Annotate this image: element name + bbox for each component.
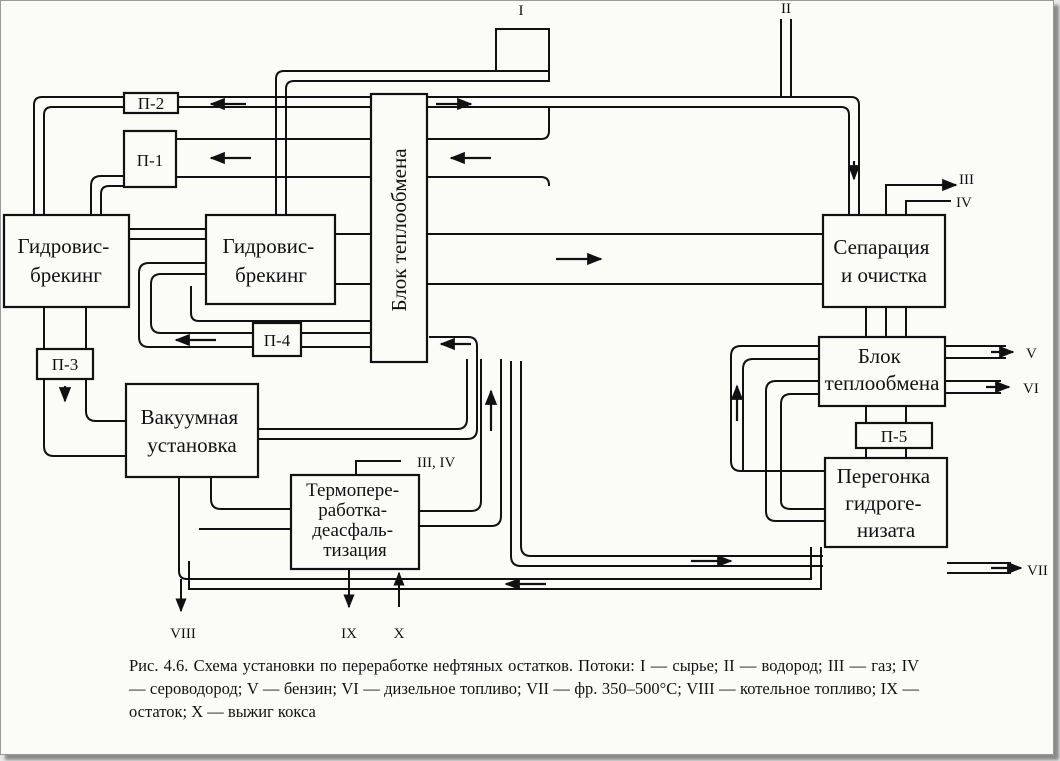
pipe-p3-vac2 xyxy=(85,379,126,422)
pipe-thermo-up-b xyxy=(419,359,502,527)
block-heat-exchange-2 xyxy=(817,335,947,408)
pipe-top-outer-2 xyxy=(178,96,860,216)
pump-p4-label: П-4 xyxy=(264,331,291,350)
pump-p4-box xyxy=(251,321,303,358)
pipe-p1-left xyxy=(90,175,124,215)
stream-34-label: III, IV xyxy=(417,455,455,471)
block-thermo xyxy=(289,473,421,571)
block-hydrovisbreaking-2 xyxy=(204,213,337,306)
pipes xyxy=(33,19,1011,613)
heat-main-label: Блок теплообмена xyxy=(387,148,411,312)
pipe-heat2-left1 xyxy=(730,345,825,472)
pipe-vac-thermo xyxy=(210,477,291,510)
stream-6-label: VI xyxy=(1023,381,1039,397)
pump-p5-label: П-5 xyxy=(881,427,907,446)
block-separation xyxy=(821,213,947,309)
pipe-feed-1b xyxy=(285,29,550,215)
pump-p2-label: П-2 xyxy=(138,94,164,113)
stream-5-label: V xyxy=(1026,346,1037,362)
stream-2-label: II xyxy=(781,1,791,17)
pipe-top-inner-2 xyxy=(178,106,850,216)
pump-p2-box xyxy=(122,91,180,115)
process-flow-diagram: Гидровис- брекинг Гидровис- брекинг Блок… xyxy=(2,1,1048,642)
pipe-bottom-4 xyxy=(520,361,823,557)
pipe-bottom-1 xyxy=(188,547,822,590)
stream-9-label: IX xyxy=(341,626,357,642)
pump-p1-label: П-1 xyxy=(137,151,163,170)
pipe-p4-top xyxy=(190,286,371,322)
thermo-label: Термопере- работка- деасфаль- тизация xyxy=(306,480,404,561)
pipe-bottom-3 xyxy=(510,361,823,567)
pipe-heat2-left4 xyxy=(780,393,825,510)
pipe-sep-4 xyxy=(905,200,951,216)
stream-1-label: I xyxy=(519,3,524,19)
pipe-feed-1 xyxy=(275,29,497,215)
stream-10-label: X xyxy=(394,626,405,642)
pipe-vac-right xyxy=(258,359,468,430)
figure-caption: Рис. 4.6. Схема установки по переработке… xyxy=(129,656,919,721)
pump-p3-label: П-3 xyxy=(52,355,78,374)
pipe-p1-upper xyxy=(176,107,550,140)
hydro2-label: Гидровис- брекинг xyxy=(223,234,320,287)
block-vacuum xyxy=(124,382,260,479)
pipe-top-outer xyxy=(33,96,124,215)
pump-p5-box xyxy=(854,421,934,450)
block-distillation xyxy=(823,456,949,549)
pipe-top-inner xyxy=(43,106,124,215)
feed-inlet xyxy=(495,28,550,72)
pipe-thermo-up xyxy=(419,359,482,512)
stream-3-label: III xyxy=(959,172,974,188)
pump-p1-box xyxy=(122,129,178,189)
pipe-p3-vac xyxy=(43,379,126,457)
stream-7-label: VII xyxy=(1027,563,1048,579)
pipe-p1-left2 xyxy=(100,185,124,215)
stream-4-label: IV xyxy=(956,195,972,211)
hydro1-label: Гидровис- брекинг xyxy=(18,234,115,287)
distill-label: Перегонка гидроге- низата xyxy=(837,464,936,542)
stream-8-label: VIII xyxy=(170,626,196,642)
pipe-vac-right-b xyxy=(258,336,478,440)
pipe-p1-lower xyxy=(176,176,550,186)
pipe-heat2-left3 xyxy=(765,380,825,522)
separation-label: Сепарация и очистка xyxy=(833,235,934,287)
pipe-sep-3 xyxy=(885,184,951,216)
vacuum-label: Вакуумная установка xyxy=(141,405,244,457)
heat2-label: Блок теплообмена xyxy=(825,344,941,395)
pump-p3-box xyxy=(35,347,95,381)
pipe-p4-d xyxy=(138,262,253,348)
pipe-bottom-2 xyxy=(178,477,812,580)
pipe-thermo-gas xyxy=(355,460,401,476)
flow-arrows xyxy=(58,97,1023,591)
block-heat-exchange-main xyxy=(369,92,429,364)
pipe-heat2-left2 xyxy=(742,358,819,471)
block-hydrovisbreaking-1 xyxy=(2,213,131,309)
pipe-p4-b xyxy=(150,273,253,334)
